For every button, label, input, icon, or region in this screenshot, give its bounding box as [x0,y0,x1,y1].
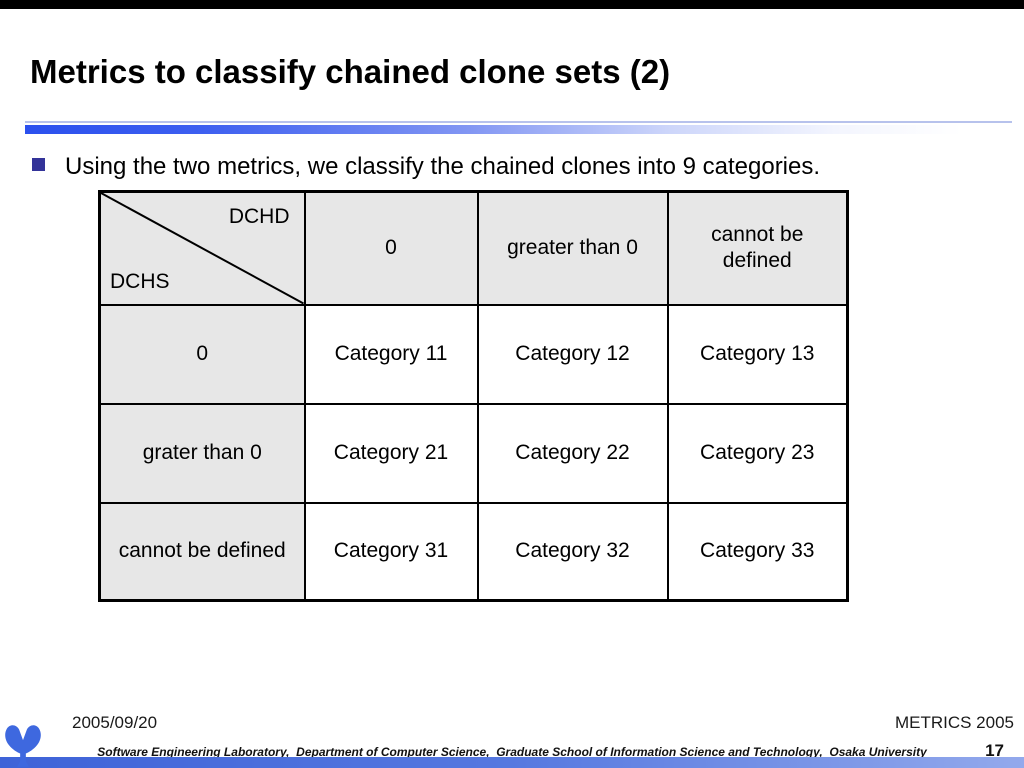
bullet-text: Using the two metrics, we classify the c… [65,153,821,180]
page-number: 17 [985,741,1004,760]
page-title: Metrics to classify chained clone sets (… [30,53,671,90]
row-header: grater than 0 [98,402,306,504]
table-cell: Category 22 [476,402,669,504]
footer-conference: METRICS 2005 [894,713,1014,732]
top-letterbox-bar [0,0,1024,9]
table-cell: Category 13 [666,303,849,405]
title-rule-thin-line [25,121,1012,123]
bullet-marker [32,158,45,171]
osaka-university-logo-icon [5,725,41,767]
diagonal-line [101,193,304,304]
table-cell: Category 12 [476,303,669,405]
corner-label-dchd: DCHD [228,205,290,228]
diagonal-corner-cell: DCHD DCHS [98,190,306,306]
corner-label-dchs: DCHS [110,269,170,293]
row-header: cannot be defined [98,501,306,602]
column-header: greater than 0 [476,190,669,306]
table-row: cannot be defined Category 31 Category 3… [98,501,849,602]
table-cell: Category 23 [666,402,849,504]
bottom-gradient-bar [0,757,1024,768]
table-cell: Category 31 [303,501,479,602]
table-cell: Category 32 [476,501,669,602]
category-matrix-table: DCHD DCHS 0 greater than 0 cannot be def… [98,190,849,602]
footer-date: 2005/09/20 [72,713,158,732]
table-cell: Category 21 [303,402,479,504]
table-cell: Category 11 [303,303,479,405]
table-header-row: DCHD DCHS 0 greater than 0 cannot be def… [98,190,849,306]
table-cell: Category 33 [666,501,849,602]
footer-affiliation: Software Engineering Laboratory, Departm… [97,745,927,759]
title-rule-gradient-bar [25,125,1012,134]
table-row: grater than 0 Category 21 Category 22 Ca… [98,402,849,504]
row-header: 0 [98,303,306,405]
column-header: 0 [303,190,479,306]
table-row: 0 Category 11 Category 12 Category 13 [98,303,849,405]
column-header: cannot be defined [666,190,849,306]
